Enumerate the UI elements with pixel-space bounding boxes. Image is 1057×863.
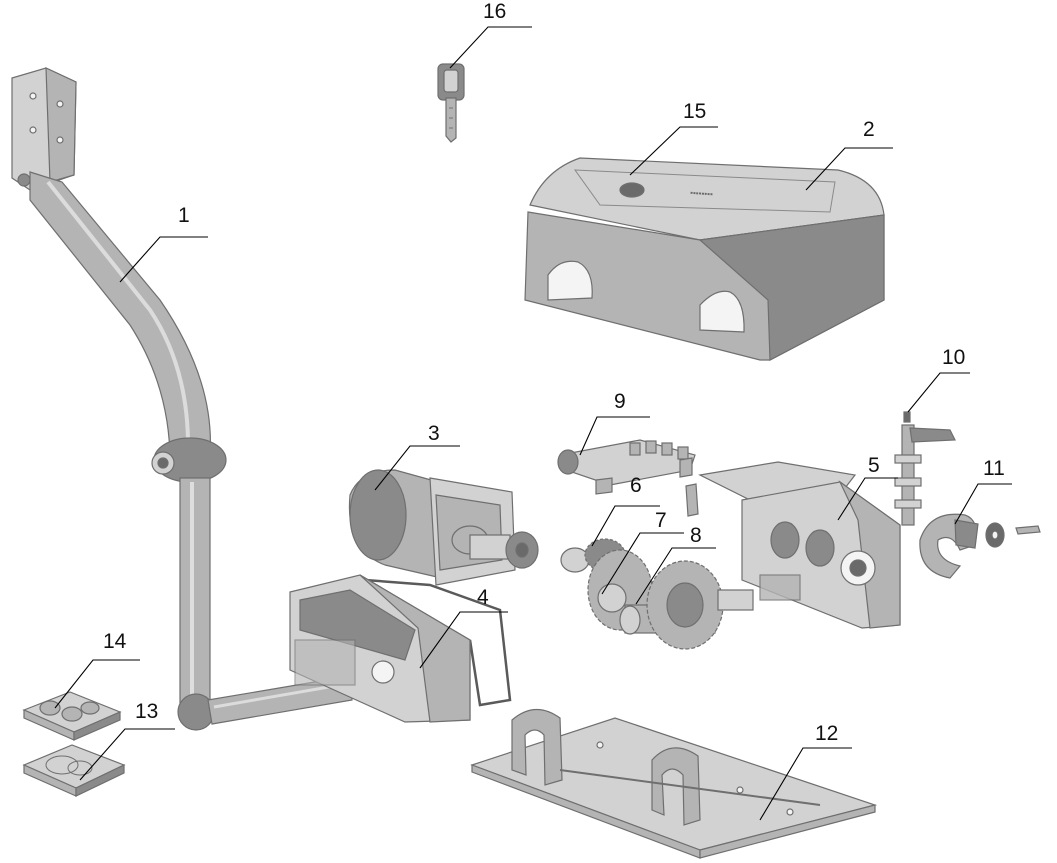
- part-gears: [560, 538, 754, 650]
- leader-3: [374, 445, 460, 491]
- part-limit-switch: [557, 439, 696, 495]
- callout-1: 1: [178, 204, 190, 227]
- callout-4: 4: [477, 586, 489, 609]
- callout-6: 6: [630, 474, 642, 497]
- leader-lines: [54, 26, 1012, 821]
- callout-12: 12: [815, 722, 838, 745]
- callout-11: 11: [983, 457, 1005, 480]
- callout-3: 3: [428, 422, 440, 445]
- callout-13: 13: [135, 700, 158, 723]
- leader-11: [954, 483, 1012, 525]
- leader-5: [837, 477, 898, 521]
- svg-text:▪▪▪▪▪▪▪▪: ▪▪▪▪▪▪▪▪: [690, 188, 713, 199]
- callout-7: 7: [655, 509, 667, 532]
- leader-8: [635, 547, 716, 605]
- leader-12: [759, 747, 852, 821]
- part-clamp: [919, 513, 1041, 579]
- part-cover: ▪▪▪▪▪▪▪▪: [524, 157, 885, 361]
- callout-5: 5: [868, 454, 880, 477]
- part-arm: [11, 67, 353, 731]
- part-pack-13: [22, 744, 126, 797]
- leader-1: [119, 236, 208, 283]
- leader-2: [805, 147, 893, 191]
- leader-10: [907, 372, 970, 413]
- callout-15: 15: [683, 100, 706, 123]
- leader-9: [579, 416, 650, 456]
- part-base-plate: [470, 708, 878, 859]
- callout-10: 10: [942, 346, 965, 369]
- callout-2: 2: [863, 118, 875, 141]
- leader-7: [601, 532, 684, 595]
- callout-8: 8: [690, 524, 702, 547]
- leader-16: [449, 26, 532, 69]
- part-pack-14: [22, 691, 122, 741]
- leader-14: [54, 659, 140, 709]
- leader-13: [79, 728, 175, 781]
- callout-labels: 1 2 3 4 5 6 7 8 9 10 11 12 13 14 15 16: [103, 0, 1005, 745]
- leader-4: [419, 611, 508, 669]
- callout-14: 14: [103, 630, 127, 653]
- leader-6: [591, 505, 660, 547]
- callout-9: 9: [614, 390, 626, 413]
- part-cam-shaft: [894, 411, 956, 526]
- part-gearbox-housing: [289, 574, 512, 723]
- callout-16: 16: [483, 0, 506, 23]
- leader-15: [629, 126, 718, 176]
- part-motor: [348, 469, 539, 586]
- part-main-housing: [685, 461, 901, 629]
- part-key: [437, 63, 465, 143]
